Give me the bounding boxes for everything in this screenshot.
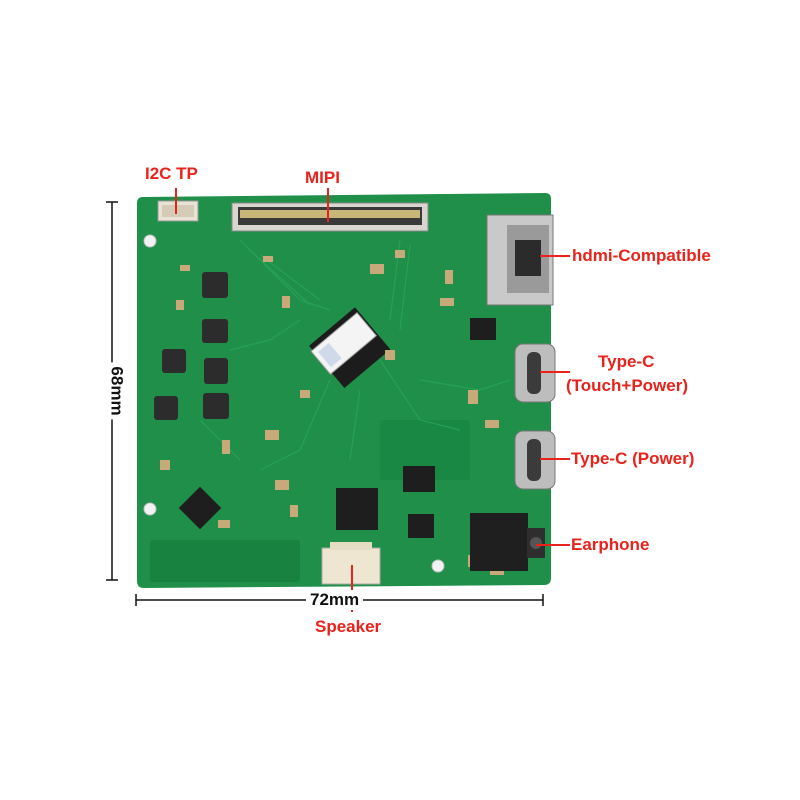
pcb-board bbox=[137, 193, 551, 588]
mount-hole bbox=[143, 502, 157, 516]
label-earphone: Earphone bbox=[571, 535, 650, 554]
label-mipi: MIPI bbox=[305, 168, 340, 187]
chip-sticker bbox=[310, 311, 378, 375]
dimension-width: 72mm bbox=[306, 590, 364, 610]
mount-hole bbox=[143, 234, 157, 248]
label-typec-touch-1: Type-C bbox=[598, 352, 655, 371]
ic-chip bbox=[336, 488, 378, 530]
dimension-height: 68mm bbox=[106, 362, 127, 420]
label-typec-touch-2: (Touch+Power) bbox=[566, 376, 688, 395]
usb-c-port-icon bbox=[514, 430, 556, 490]
ic-chip bbox=[408, 514, 434, 538]
i2c-tp-connector bbox=[157, 200, 199, 222]
hdmi-port-icon bbox=[486, 214, 554, 306]
usb-c-port-icon bbox=[514, 343, 556, 403]
ic-chip bbox=[470, 318, 496, 340]
label-typec-power: Type-C (Power) bbox=[571, 449, 695, 468]
mount-hole bbox=[431, 559, 445, 573]
audio-jack-icon bbox=[470, 513, 545, 571]
label-speaker: Speaker bbox=[315, 617, 382, 636]
label-i2c-tp: I2C TP bbox=[145, 164, 198, 183]
inductors bbox=[154, 272, 229, 420]
label-hdmi: hdmi-Compatible bbox=[572, 246, 711, 265]
mipi-connector bbox=[231, 202, 429, 232]
ic-chip bbox=[403, 466, 435, 492]
